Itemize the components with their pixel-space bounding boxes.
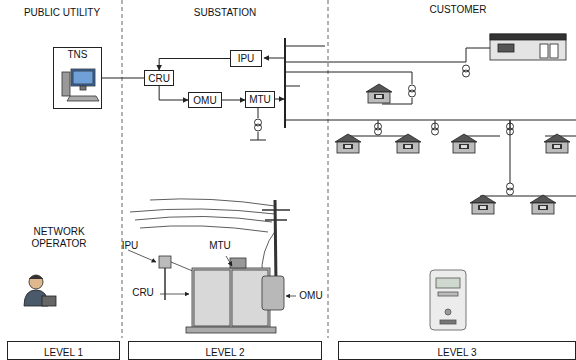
part-label: IPU (118, 240, 142, 252)
box-text: LEVEL 3 (435, 346, 478, 359)
signal-connector (222, 100, 245, 101)
box-text: LEVEL 1 (42, 346, 85, 359)
part-label: MTU (206, 240, 234, 252)
level-band: LEVEL 3 (338, 341, 576, 360)
transformer-symbol (375, 65, 514, 195)
industrial-building (490, 34, 566, 60)
box-text: OMU (191, 94, 218, 107)
operator-icon (24, 275, 56, 306)
level-band: LEVEL 1 (7, 341, 120, 360)
house-icon (335, 84, 570, 214)
signal-connector (102, 78, 144, 79)
part-label: OMU (297, 290, 325, 302)
box-text: LEVEL 2 (203, 346, 246, 359)
distribution-line (285, 46, 576, 196)
signal-connector (159, 59, 230, 71)
server-box: TNS (53, 47, 102, 109)
unit-box: IPU (230, 50, 262, 67)
part-label: CRU (130, 287, 156, 299)
computer-icon (62, 69, 99, 101)
box-text: MTU (247, 93, 273, 106)
unit-box: MTU (245, 91, 275, 108)
substation-illustration (128, 199, 296, 333)
unit-box: OMU (188, 92, 222, 108)
zone-heading: SUBSTATION (180, 7, 270, 19)
smart-meter (430, 270, 466, 330)
unit-box: CRU (144, 70, 174, 86)
zone-heading: CUSTOMER (418, 4, 498, 16)
box-text: CRU (146, 72, 172, 85)
box-text: TNS (66, 48, 90, 61)
signal-connector (159, 86, 188, 100)
transformer-symbol (255, 119, 262, 131)
role-label: NETWORK OPERATOR (14, 226, 104, 249)
zone-heading: PUBLIC UTILITY (20, 7, 104, 19)
zone-divider (122, 0, 328, 338)
box-text: IPU (236, 52, 257, 65)
level-band: LEVEL 2 (128, 341, 322, 360)
